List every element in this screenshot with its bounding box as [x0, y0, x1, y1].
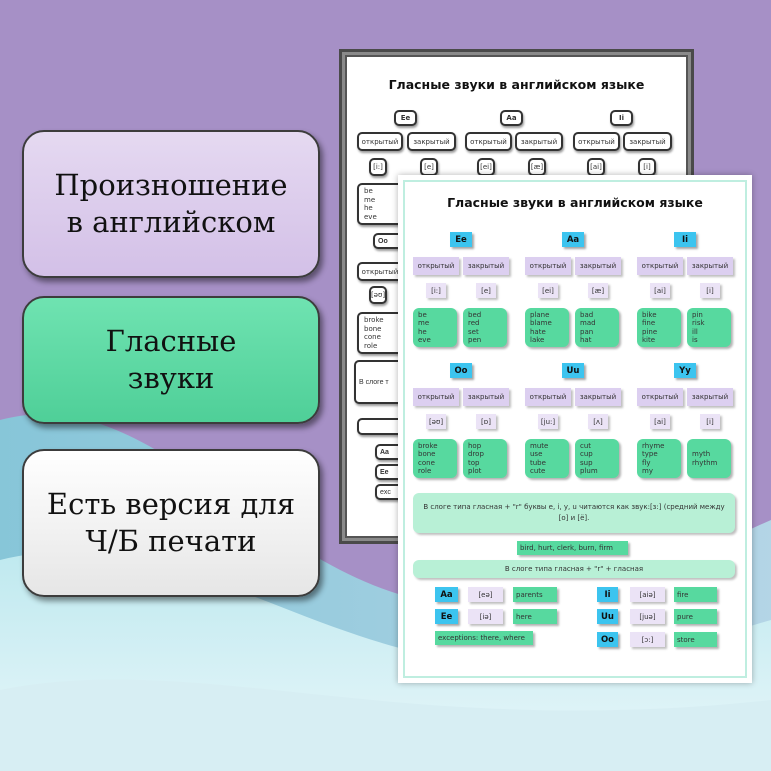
bw-words-box: be me he eve [357, 183, 403, 225]
closed-words-box: cut cup sup plum [575, 439, 619, 478]
open-sound: [əʊ] [426, 414, 446, 429]
closed-words-box: hop drop top plot [463, 439, 507, 478]
closed-words-box: myth rhythm [687, 439, 731, 478]
closed-words-box: pin risk ill is [687, 308, 731, 347]
open-words-box: rhyme type fly my [637, 439, 681, 478]
r-rule-box: В слоге типа гласная + "r" буквы е, i, y… [413, 493, 735, 533]
open-words-box: bike fine pine kite [637, 308, 681, 347]
open-syllable-pill: открытый [525, 388, 571, 406]
vowel-letter-badge: Ii [674, 232, 696, 247]
closed-sound: [e] [476, 283, 496, 298]
bw-sound: [æ] [528, 158, 546, 176]
re-word: here [513, 609, 557, 624]
open-words-box: be me he eve [413, 308, 457, 347]
closed-words-box: bad mad pan hat [575, 308, 619, 347]
bw-sound: [əʊ] [369, 286, 387, 304]
closed-sound: [i] [700, 414, 720, 429]
bw-closed-pill: закрытый [623, 132, 672, 151]
open-sound: [ai] [650, 283, 670, 298]
re-letter-ii: Ii [597, 587, 618, 602]
open-sound: [ju:] [538, 414, 558, 429]
card-pronunciation: Произношение в английском [22, 130, 320, 278]
closed-syllable-pill: закрытый [575, 257, 621, 275]
bw-letter-ee: Ee [394, 110, 417, 126]
bw-sound: [i:] [369, 158, 387, 176]
closed-sound: [ʌ] [588, 414, 608, 429]
closed-syllable-pill: закрытый [687, 388, 733, 406]
closed-sound: [i] [700, 283, 720, 298]
poster-border [403, 180, 747, 678]
open-syllable-pill: открытый [413, 388, 459, 406]
bw-letter-aa: Aa [500, 110, 523, 126]
bw-closed-pill: закрытый [515, 132, 563, 151]
bw-open-pill: открытый [357, 132, 403, 151]
closed-syllable-pill: закрытый [687, 257, 733, 275]
re-sound: [aiə] [630, 587, 665, 602]
exceptions-box: exceptions: there, where [435, 631, 533, 645]
bw-words-box: broke bone cone role [357, 312, 403, 354]
open-syllable-pill: открытый [637, 257, 683, 275]
bw-open-pill: открытый [357, 262, 403, 281]
open-words-box: mute use tube cute [525, 439, 569, 478]
open-syllable-pill: открытый [413, 257, 459, 275]
bw-poster-title: Гласные звуки в английском языке [388, 77, 645, 92]
open-syllable-pill: открытый [637, 388, 683, 406]
bw-sound: [ai] [587, 158, 605, 176]
bw-open-pill: открытый [573, 132, 620, 151]
re-word: pure [674, 609, 717, 624]
closed-syllable-pill: закрытый [463, 388, 509, 406]
card-vowel-sounds: Гласные звуки [22, 296, 320, 424]
color-poster: Гласные звуки в английском языке Ee откры… [398, 175, 752, 683]
vowel-letter-badge: Oo [450, 363, 472, 378]
open-sound: [ei] [538, 283, 558, 298]
re-letter-uu: Uu [597, 609, 618, 624]
closed-syllable-pill: закрытый [575, 388, 621, 406]
bw-closed-pill: закрытый [407, 132, 456, 151]
closed-words-box: bed red set pen [463, 308, 507, 347]
bw-open-pill: открытый [465, 132, 512, 151]
re-letter-ee: Ee [435, 609, 458, 624]
re-sound: [iə] [468, 609, 503, 624]
re-word: fire [674, 587, 717, 602]
vowel-letter-badge: Aa [562, 232, 584, 247]
open-words-box: plane blame hate lake [525, 308, 569, 347]
re-word: parents [513, 587, 557, 602]
vowel-letter-badge: Uu [562, 363, 584, 378]
re-sound: [ɔ:] [630, 632, 665, 647]
open-words-box: broke bone cone role [413, 439, 457, 478]
re-word: store [674, 632, 717, 647]
closed-sound: [ɒ] [476, 414, 496, 429]
poster-title: Гласные звуки в английском языке [447, 195, 703, 210]
re-sound: [juə] [630, 609, 665, 624]
re-letter-oo: Oo [597, 632, 618, 647]
closed-syllable-pill: закрытый [463, 257, 509, 275]
re-sound: [eə] [468, 587, 503, 602]
vowel-letter-badge: Yy [674, 363, 696, 378]
bw-sound: [i] [638, 158, 656, 176]
closed-sound: [æ] [588, 283, 608, 298]
vowel-letter-badge: Ee [450, 232, 472, 247]
re-letter-aa: Aa [435, 587, 458, 602]
open-sound: [i:] [426, 283, 446, 298]
r-examples-box: bird, hurt, clerk, burn, firm [517, 541, 628, 555]
bw-sound: [e] [420, 158, 438, 176]
card-bw-version: Есть версия для Ч/Б печати [22, 449, 320, 597]
re-rule-box: В слоге типа гласная + "r" + гласная [413, 560, 735, 578]
bw-letter-ii: Ii [610, 110, 633, 126]
open-syllable-pill: открытый [525, 257, 571, 275]
open-sound: [ai] [650, 414, 670, 429]
bw-sound: [ei] [477, 158, 495, 176]
